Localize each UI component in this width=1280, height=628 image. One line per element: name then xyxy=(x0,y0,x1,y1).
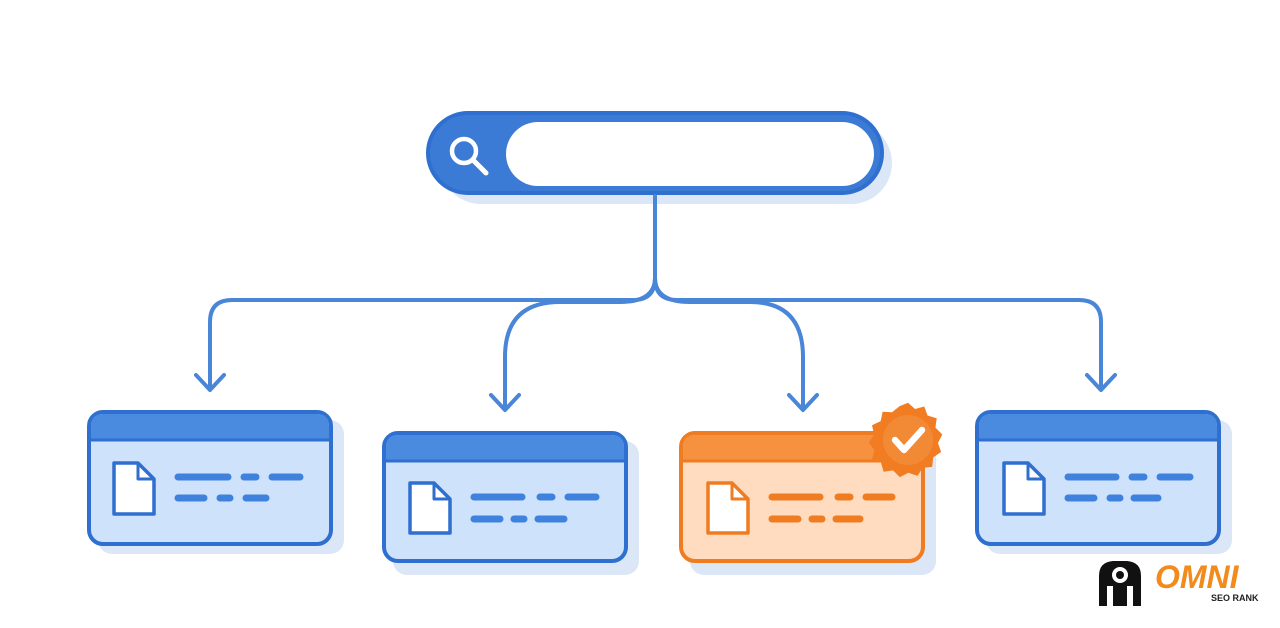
result-card-4[interactable] xyxy=(975,410,1232,554)
text-placeholder-lines xyxy=(768,493,896,523)
text-placeholder-lines xyxy=(1064,473,1194,502)
card-header xyxy=(91,414,329,440)
arrowhead-1 xyxy=(194,373,226,392)
search-input[interactable] xyxy=(506,122,874,186)
mascot-icon xyxy=(1099,561,1141,606)
result-card-1[interactable] xyxy=(87,410,344,554)
connector-1 xyxy=(208,194,657,390)
omni-seo-rank-logo: OMNI SEO RANK xyxy=(1099,559,1259,606)
text-placeholder-lines xyxy=(470,493,600,523)
document-icon xyxy=(408,481,452,535)
document-icon xyxy=(112,461,156,516)
result-card-2[interactable] xyxy=(382,431,639,575)
document-icon xyxy=(1002,461,1046,516)
search-icon[interactable] xyxy=(449,136,489,176)
result-card-3-highlighted[interactable] xyxy=(679,402,943,575)
card-header xyxy=(979,414,1217,440)
card-header xyxy=(386,435,624,461)
arrowhead-3 xyxy=(787,393,819,412)
card-header xyxy=(683,435,921,461)
verified-badge xyxy=(868,402,943,478)
arrowheads xyxy=(194,373,1117,412)
arrowhead-4 xyxy=(1085,373,1117,392)
search-bar[interactable] xyxy=(426,111,892,204)
connector-lines xyxy=(208,194,1103,410)
connector-2 xyxy=(503,276,657,410)
brand-tagline: SEO RANK xyxy=(1211,593,1259,603)
connector-4 xyxy=(653,276,1103,390)
text-placeholder-lines xyxy=(174,473,304,502)
brand-name: OMNI xyxy=(1155,559,1240,595)
arrowhead-2 xyxy=(489,393,521,412)
document-icon xyxy=(706,481,750,535)
connector-3 xyxy=(653,276,805,410)
checkmark-icon xyxy=(891,426,926,454)
